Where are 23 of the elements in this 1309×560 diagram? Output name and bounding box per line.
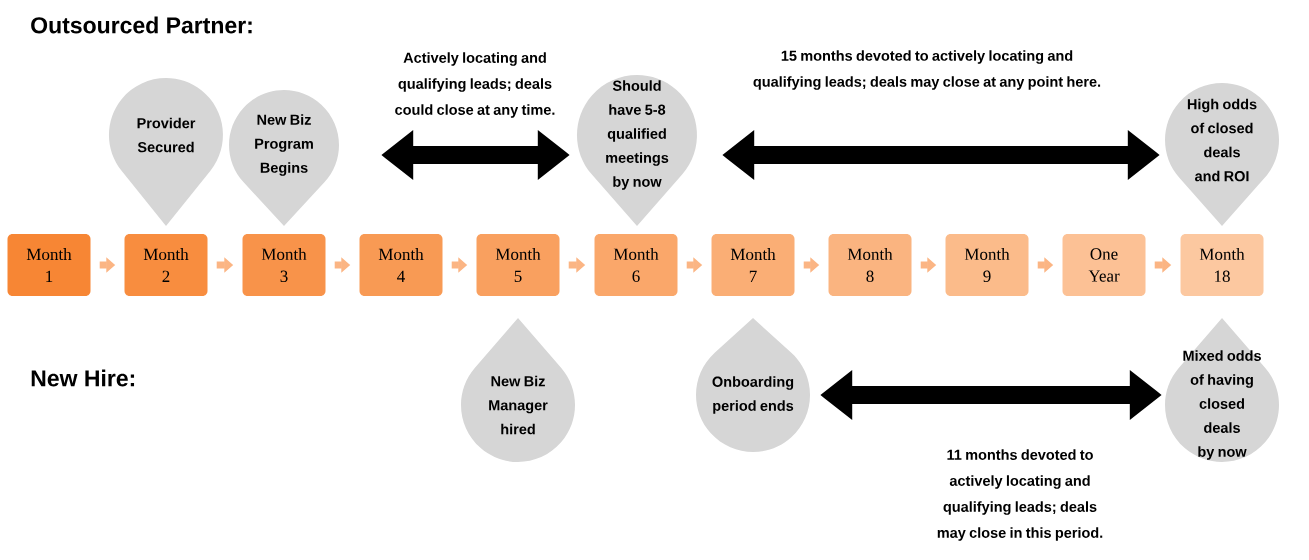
heading: Outsourced Partner: <box>31 16 252 34</box>
callout-drop: New Biz Program Begins <box>229 90 339 226</box>
month-box: Month 3 <box>242 234 326 296</box>
month-box: Month 2 <box>124 234 208 296</box>
callout-drop: High odds of closed deals and ROI <box>1165 83 1279 226</box>
heading: New Hire: <box>31 369 135 387</box>
month-box: One Year <box>1062 234 1146 296</box>
callout-drop: Mixed odds of having closed deals by now <box>1165 318 1279 462</box>
month-box: Month 1 <box>7 234 91 296</box>
edge-label: Actively locating and qualifying leads; deals could close at any time. <box>388 51 562 119</box>
callout-drop: New Biz Manager hired <box>461 318 575 462</box>
edge-label: 15 months devoted to actively locating and qualifying leads; deals may close at any point here. <box>746 49 1108 91</box>
callout-drop: Provider Secured <box>109 78 223 226</box>
month-box: Month 5 <box>476 234 560 296</box>
edge-label: 11 months devoted to actively locating and qualifying leads; deals may close in this period. <box>931 448 1109 542</box>
month-box: Month 18 <box>1180 234 1264 296</box>
month-box: Month 8 <box>828 234 912 296</box>
month-box: Month 4 <box>359 234 443 296</box>
month-box: Month 7 <box>711 234 795 296</box>
month-box: Month 6 <box>594 234 678 296</box>
callout-drop: Should have 5-8 qualified meetings by now <box>577 75 697 226</box>
callout-drop: Onboarding period ends <box>696 318 810 452</box>
month-box: Month 9 <box>945 234 1029 296</box>
